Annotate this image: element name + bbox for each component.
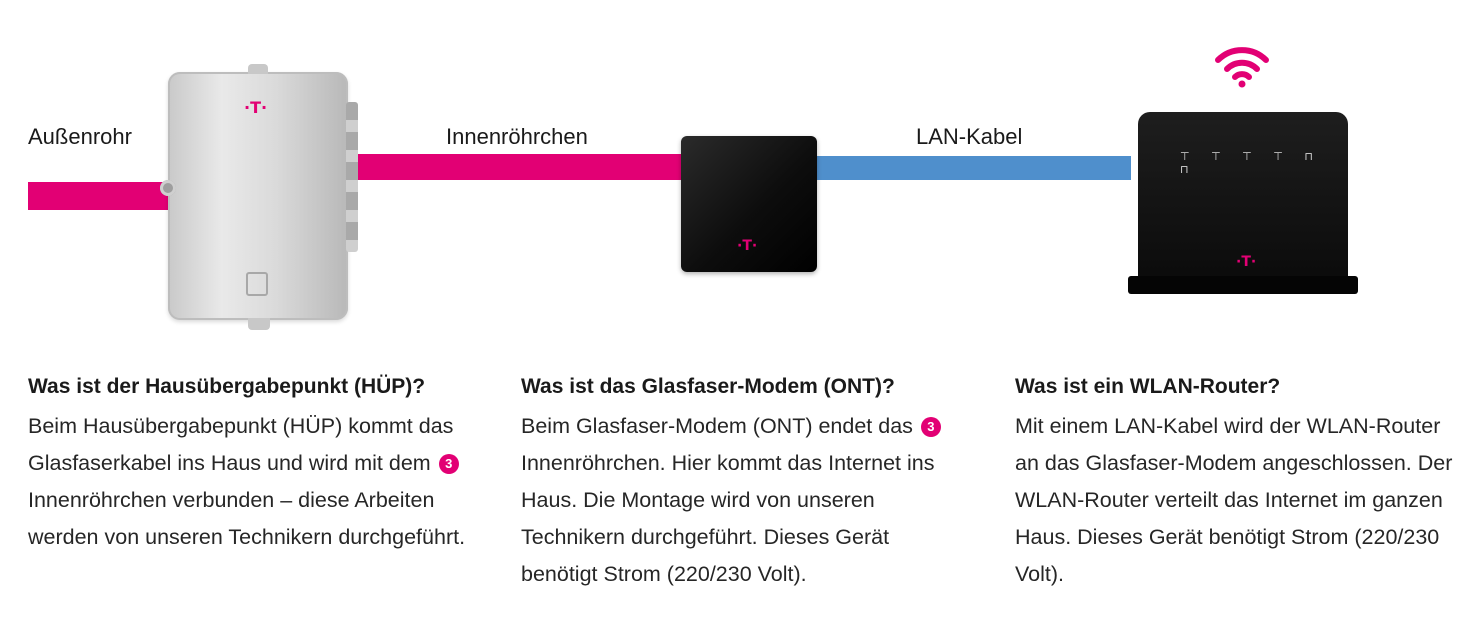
telekom-logo-icon: ·T· (1236, 254, 1257, 270)
router-description: Was ist ein WLAN-Router? Mit einem LAN-K… (1015, 372, 1460, 593)
huep-description: Was ist der Hausübergabepunkt (HÜP)? Bei… (28, 372, 488, 556)
outer-pipe-cable (28, 182, 178, 210)
inner-pipe-cable (346, 154, 686, 180)
router-heading: Was ist ein WLAN-Router? (1015, 375, 1281, 398)
telekom-logo-icon: ·T· (244, 98, 268, 117)
huep-box-image: ·T· (160, 64, 358, 330)
lan-cable-label: LAN-Kabel (916, 124, 1023, 149)
step-3-badge: 3 (920, 417, 941, 437)
huep-cable-gland (160, 180, 176, 196)
huep-mount-tab (248, 64, 268, 74)
router-status-leds: ⊤ ⊤ ⊤ ⊤ ⊓ ⊓ (1180, 150, 1322, 176)
telekom-logo-icon: ·T· (737, 238, 758, 254)
wlan-router-image: ⊤ ⊤ ⊤ ⊤ ⊓ ⊓ ·T· (1128, 112, 1358, 294)
router-body: ⊤ ⊤ ⊤ ⊤ ⊓ ⊓ ·T· (1138, 112, 1348, 282)
huep-mount-tab-bottom (248, 318, 270, 330)
huep-latch (246, 272, 268, 296)
modem-description: Was ist das Glasfaser-Modem (ONT)? Beim … (521, 372, 966, 593)
router-text: Mit einem LAN-Kabel wird der WLAN-Router… (1015, 414, 1453, 586)
huep-side-ports (346, 102, 358, 252)
step-3-badge: 3 (438, 454, 459, 474)
inner-pipe-label: Innenröhrchen (446, 124, 588, 149)
modem-heading: Was ist das Glasfaser-Modem (ONT)? (521, 375, 895, 398)
outer-pipe-label: Außenrohr (28, 124, 132, 149)
fiber-modem-image: ·T· (681, 136, 817, 272)
lan-cable (815, 156, 1131, 180)
huep-text: Beim Hausübergabepunkt (HÜP) kommt das G… (28, 414, 466, 549)
router-base (1128, 276, 1358, 294)
modem-text: Beim Glasfaser-Modem (ONT) endet das 3 I… (521, 408, 966, 593)
wifi-icon (1215, 47, 1269, 88)
huep-heading: Was ist der Hausübergabepunkt (HÜP)? (28, 375, 426, 398)
